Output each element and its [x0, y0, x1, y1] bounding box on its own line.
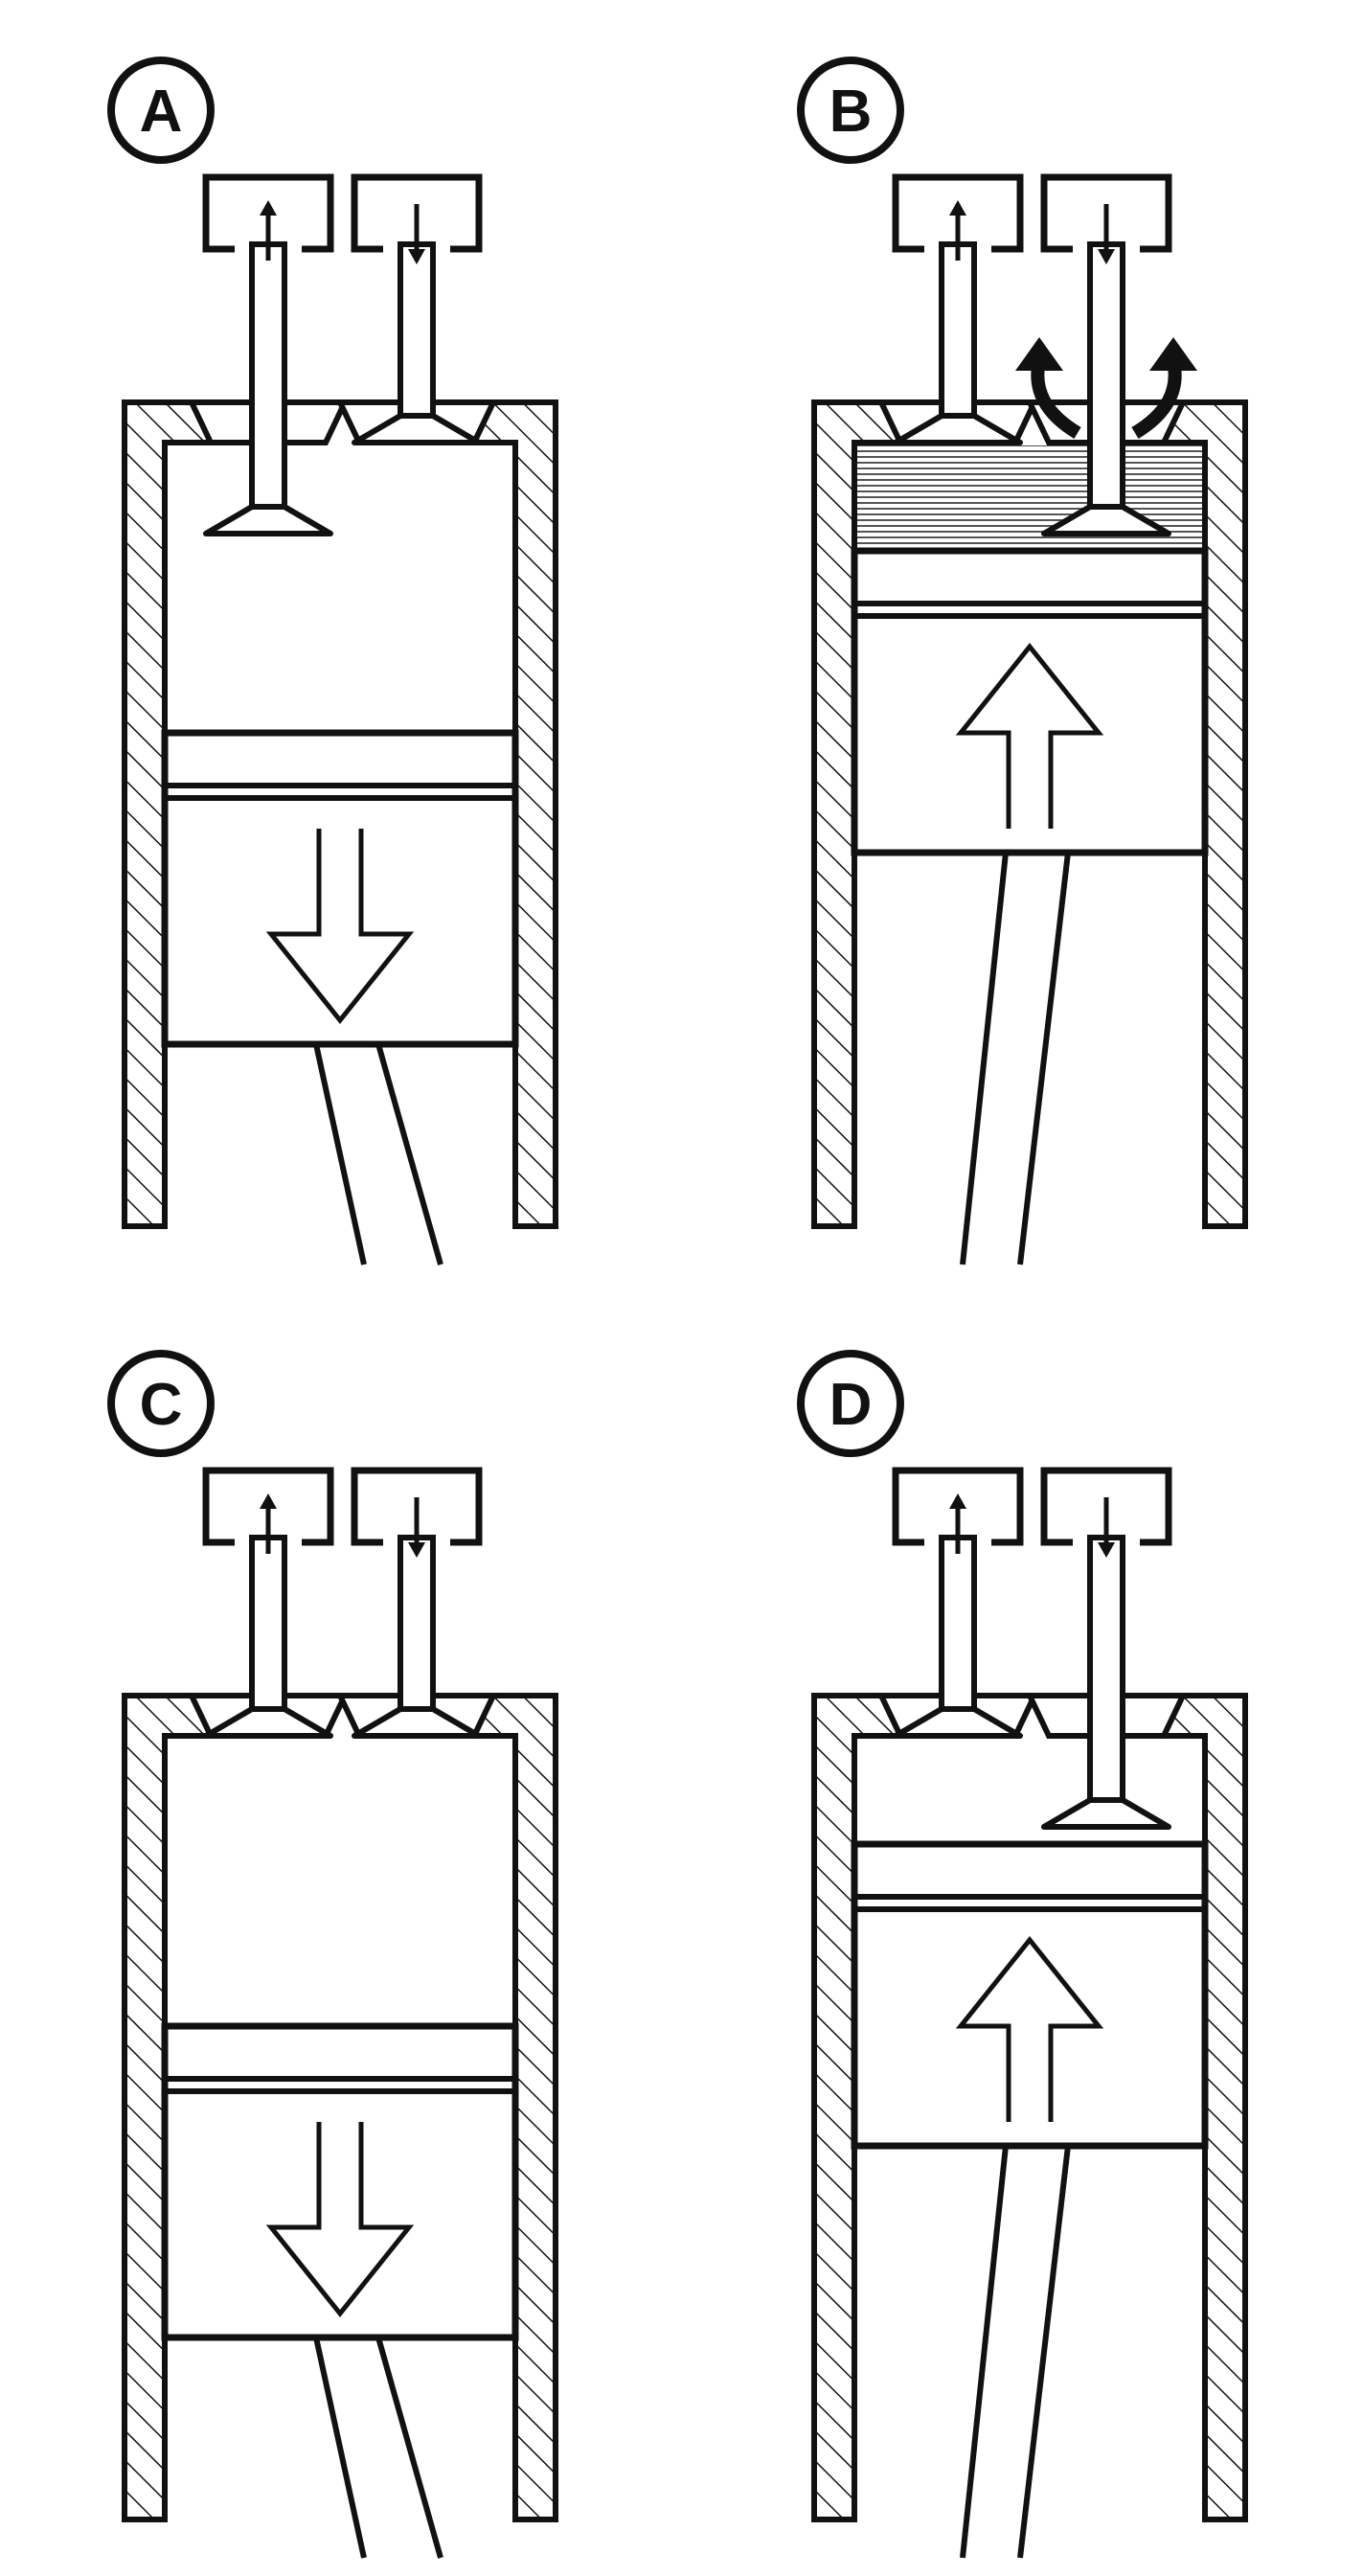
panel-label: A — [140, 79, 183, 145]
panel-label-circle — [107, 57, 215, 164]
exhaust-port-arrow-head — [408, 249, 425, 264]
panel-label: D — [829, 1372, 873, 1438]
panel-label-circle — [797, 1350, 904, 1457]
piston-direction-arrow — [955, 642, 1104, 829]
panel-a: A — [107, 57, 558, 1265]
piston-direction-arrow — [265, 2122, 415, 2318]
exhaust-valve-stem — [398, 1535, 436, 1712]
intake-port-arrow-head — [260, 1493, 277, 1509]
panel-label: B — [829, 79, 873, 145]
intake-port-box — [892, 1467, 1024, 1546]
rod-line-right — [1017, 2145, 1071, 2559]
exhaust-valve-head — [1041, 504, 1171, 536]
rod-line-left — [313, 2337, 367, 2559]
panel-b: B — [797, 57, 1248, 1265]
exhaust-valve-head — [1041, 1797, 1171, 1830]
intake-valve-stem — [249, 1535, 287, 1712]
rod-line-right — [375, 1043, 443, 1265]
intake-port-arrow-head — [949, 1493, 966, 1509]
exhaust-valve-stem — [398, 241, 436, 419]
intake-valve-head — [203, 1706, 333, 1739]
exhaust-valve-head — [352, 413, 482, 445]
panel-d: D — [797, 1350, 1248, 2559]
exhaust-port-box — [1040, 1467, 1172, 1546]
rod-line-left — [960, 2145, 1009, 2559]
exhaust-port-arrow-head — [1098, 249, 1115, 264]
exhaust-valve-head — [352, 1706, 482, 1739]
piston — [161, 2022, 519, 2341]
intake-port-box — [892, 173, 1024, 253]
connecting-rod — [313, 1043, 443, 1265]
exhaust-valve-stem — [1087, 241, 1125, 510]
piston — [161, 729, 519, 1048]
panel-label-circle — [797, 57, 904, 164]
rod-line-left — [960, 852, 1009, 1265]
exhaust-flow-arrowhead-right — [1149, 337, 1197, 371]
exhaust-port-box — [351, 173, 483, 253]
intake-valve-head — [893, 1706, 1023, 1739]
intake-valve-head — [203, 504, 333, 536]
panel-label: C — [140, 1372, 183, 1438]
intake-port-box — [202, 1467, 334, 1546]
intake-valve-stem — [249, 241, 287, 510]
piston-direction-arrow — [955, 1935, 1104, 2122]
panel-c: C — [107, 1350, 558, 2559]
intake-valve-stem — [939, 241, 977, 419]
connecting-rod — [960, 852, 1071, 1265]
intake-port-arrow-head — [260, 200, 277, 216]
intake-port-arrow-head — [949, 200, 966, 216]
rod-line-right — [1017, 852, 1071, 1265]
piston — [851, 547, 1209, 856]
intake-valve-stem — [939, 1535, 977, 1712]
intake-port-box — [202, 173, 334, 253]
exhaust-port-box — [1040, 173, 1172, 253]
exhaust-flow-arrowhead-left — [1015, 337, 1063, 371]
exhaust-port-box — [351, 1467, 483, 1546]
exhaust-port-arrow-head — [408, 1542, 425, 1558]
connecting-rod — [960, 2145, 1071, 2559]
piston — [851, 1840, 1209, 2150]
connecting-rod — [313, 2337, 443, 2559]
panel-label-circle — [107, 1350, 215, 1457]
intake-valve-head — [893, 413, 1023, 445]
rod-line-right — [375, 2337, 443, 2559]
exhaust-valve-stem — [1087, 1535, 1125, 1803]
rod-line-left — [313, 1043, 367, 1265]
exhaust-port-arrow-head — [1098, 1542, 1115, 1558]
piston-direction-arrow — [265, 829, 415, 1025]
